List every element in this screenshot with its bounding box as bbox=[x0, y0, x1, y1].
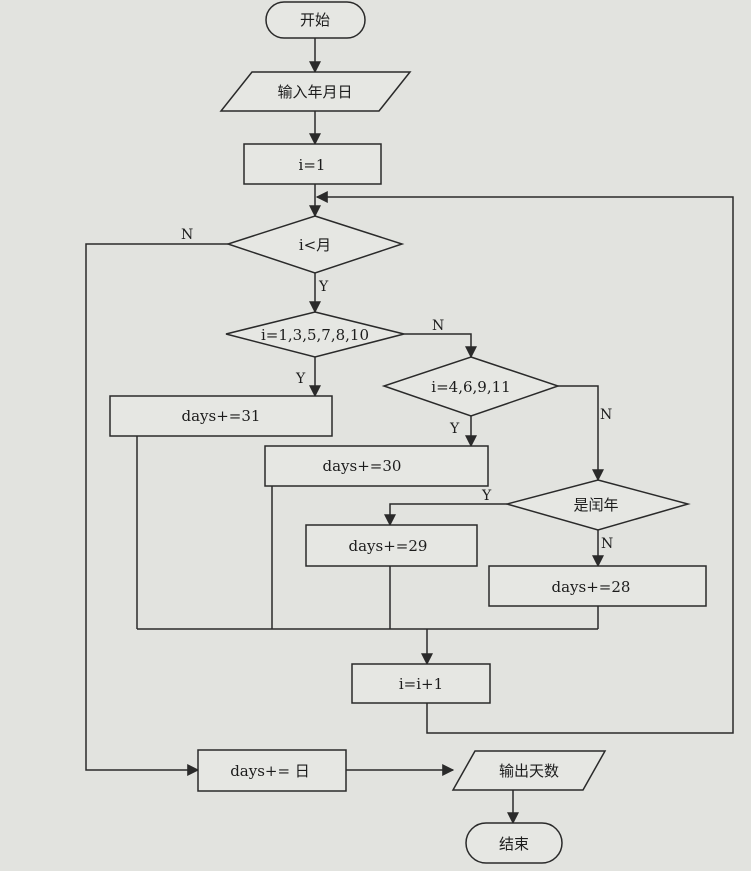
node-output: 输出天数 bbox=[451, 750, 607, 791]
node-add30: days+=30 bbox=[264, 445, 489, 487]
add29-label: days+=29 bbox=[349, 537, 428, 555]
end-label: 结束 bbox=[499, 835, 529, 853]
node-incr: i=i+1 bbox=[351, 663, 491, 704]
add31-label: days+=31 bbox=[182, 407, 261, 425]
cond-30-label: i=4,6,9,11 bbox=[431, 378, 510, 396]
init-label: i=1 bbox=[299, 156, 326, 174]
add28-label: days+=28 bbox=[552, 578, 631, 596]
edge-c30-leap bbox=[558, 385, 604, 482]
node-init: i=1 bbox=[243, 143, 382, 185]
incr-label: i=i+1 bbox=[399, 675, 443, 693]
node-add31: days+=31 bbox=[109, 395, 333, 437]
node-cond-leap: 是闰年 bbox=[504, 479, 691, 531]
cond-month-label: i<月 bbox=[299, 236, 331, 254]
branch-c31-yes: Y bbox=[295, 371, 306, 387]
edge-c31-c30 bbox=[404, 333, 477, 359]
node-cond-31: i=1,3,5,7,8,10 bbox=[225, 311, 405, 358]
branch-labels: N Y Y N Y N Y N bbox=[181, 227, 613, 552]
branch-c30-no: N bbox=[600, 407, 612, 423]
node-start: 开始 bbox=[265, 1, 366, 39]
edge-leap-add29 bbox=[384, 503, 507, 527]
cond-leap-label: 是闰年 bbox=[573, 496, 618, 514]
node-add29: days+=29 bbox=[305, 524, 478, 567]
cond-31-label: i=1,3,5,7,8,10 bbox=[261, 326, 369, 344]
input-label: 输入年月日 bbox=[277, 83, 352, 101]
edge-loop-back bbox=[315, 191, 734, 734]
node-cond-30: i=4,6,9,11 bbox=[381, 356, 561, 417]
edge-cond-exit bbox=[85, 243, 228, 776]
branch-c30-yes: Y bbox=[449, 421, 460, 437]
branch-month-yes: Y bbox=[318, 279, 329, 295]
branch-c31-no: N bbox=[432, 318, 444, 334]
node-add-day: days+= 日 bbox=[197, 749, 347, 792]
node-add28: days+=28 bbox=[488, 565, 707, 607]
add-day-label: days+= 日 bbox=[230, 762, 310, 780]
branch-leap-no: N bbox=[601, 536, 613, 552]
branch-leap-yes: Y bbox=[481, 488, 492, 504]
branch-month-no: N bbox=[181, 227, 193, 243]
output-label: 输出天数 bbox=[499, 762, 559, 780]
node-input: 输入年月日 bbox=[219, 71, 412, 112]
add30-label: days+=30 bbox=[323, 457, 402, 475]
node-cond-month: i<月 bbox=[225, 215, 405, 274]
connectors bbox=[85, 38, 734, 825]
node-end: 结束 bbox=[465, 822, 563, 864]
start-label: 开始 bbox=[300, 11, 330, 29]
